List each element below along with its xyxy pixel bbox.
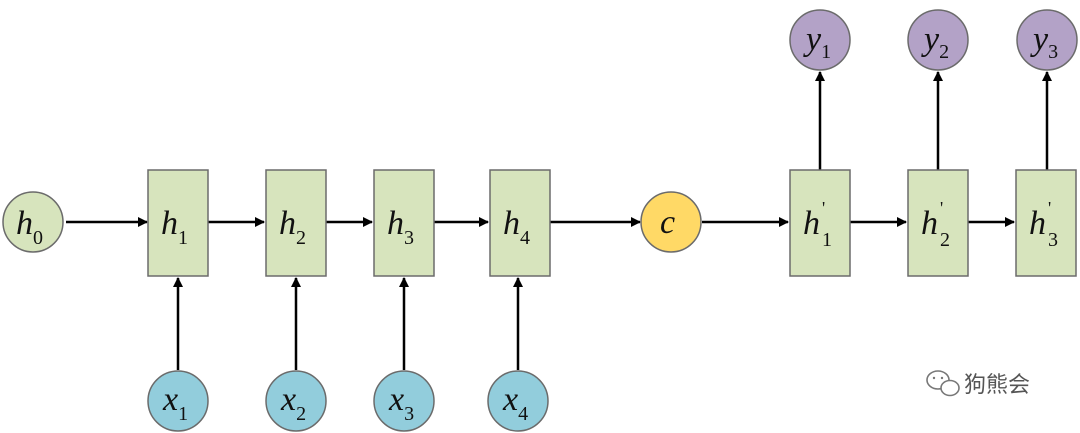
output-nodes: y1 y2 y3 — [789, 9, 1078, 71]
svg-text:h: h — [803, 205, 820, 242]
svg-text:3: 3 — [1048, 229, 1058, 251]
wechat-icon — [926, 370, 960, 397]
svg-text:h: h — [921, 205, 938, 242]
node-h4: h4 — [489, 169, 551, 277]
svg-text:c: c — [660, 204, 675, 241]
svg-text:h0: h0 — [16, 205, 43, 249]
node-c: c — [640, 191, 702, 253]
svg-text:1: 1 — [822, 229, 832, 251]
node-hp3: h ' 3 — [1015, 169, 1077, 277]
node-h2: h2 — [265, 169, 327, 277]
svg-text:x4: x4 — [502, 381, 528, 425]
svg-text:': ' — [1048, 198, 1051, 218]
svg-text:2: 2 — [940, 229, 950, 251]
decoder-boxes: h ' 1 h ' 2 h ' 3 — [789, 169, 1077, 277]
node-x2: x2 — [265, 370, 327, 432]
node-hp1: h ' 1 — [789, 169, 851, 277]
node-h0: h0 — [2, 191, 64, 253]
node-x4: x4 — [487, 370, 549, 432]
watermark-text: 狗熊会 — [964, 373, 1030, 398]
watermark: 狗熊会 — [926, 370, 1030, 398]
svg-text:h1: h1 — [161, 205, 188, 249]
svg-text:h2: h2 — [279, 205, 306, 249]
input-nodes: x1 x2 x3 x4 — [147, 370, 549, 432]
svg-text:y2: y2 — [921, 21, 949, 63]
node-y2: y2 — [907, 9, 969, 71]
svg-text:h: h — [1029, 205, 1046, 242]
svg-text:h4: h4 — [503, 205, 530, 249]
node-x3: x3 — [373, 370, 435, 432]
node-y1: y1 — [789, 9, 851, 71]
svg-text:': ' — [940, 198, 943, 218]
node-hp2: h ' 2 — [907, 169, 969, 277]
svg-text:x2: x2 — [280, 381, 306, 425]
svg-text:x1: x1 — [162, 381, 188, 425]
encoder-boxes: h1 h2 h3 h4 — [147, 169, 551, 277]
svg-text:y1: y1 — [803, 21, 831, 63]
svg-text:': ' — [822, 198, 825, 218]
node-h3: h3 — [373, 169, 435, 277]
svg-text:y3: y3 — [1030, 21, 1058, 63]
edges — [66, 71, 1052, 370]
node-h1: h1 — [147, 169, 209, 277]
svg-text:x3: x3 — [388, 381, 414, 425]
node-x1: x1 — [147, 370, 209, 432]
svg-text:h3: h3 — [387, 205, 414, 249]
node-y3: y3 — [1016, 9, 1078, 71]
